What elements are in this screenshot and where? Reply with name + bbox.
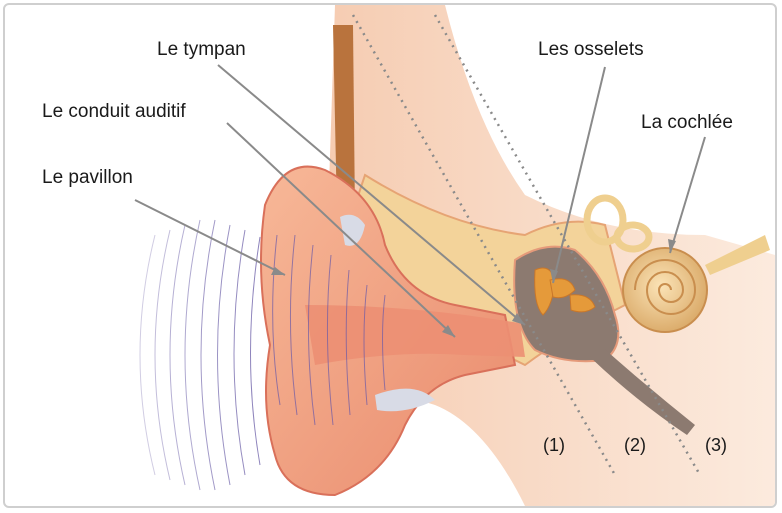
diagram-frame: Le tympan Le conduit auditif Le pavillon… — [3, 3, 777, 508]
label-pavillon: Le pavillon — [42, 167, 133, 188]
label-tympan: Le tympan — [157, 39, 246, 60]
label-cochlee: La cochlée — [641, 112, 733, 133]
label-conduit-auditif: Le conduit auditif — [42, 101, 186, 122]
sound-waves — [140, 220, 260, 490]
zone-inner-label: (3) — [705, 435, 727, 455]
zone-middle-label: (2) — [624, 435, 646, 455]
label-osselets: Les osselets — [538, 39, 644, 60]
ear-diagram: Le tympan Le conduit auditif Le pavillon… — [5, 5, 775, 506]
zone-outer-label: (1) — [543, 435, 565, 455]
